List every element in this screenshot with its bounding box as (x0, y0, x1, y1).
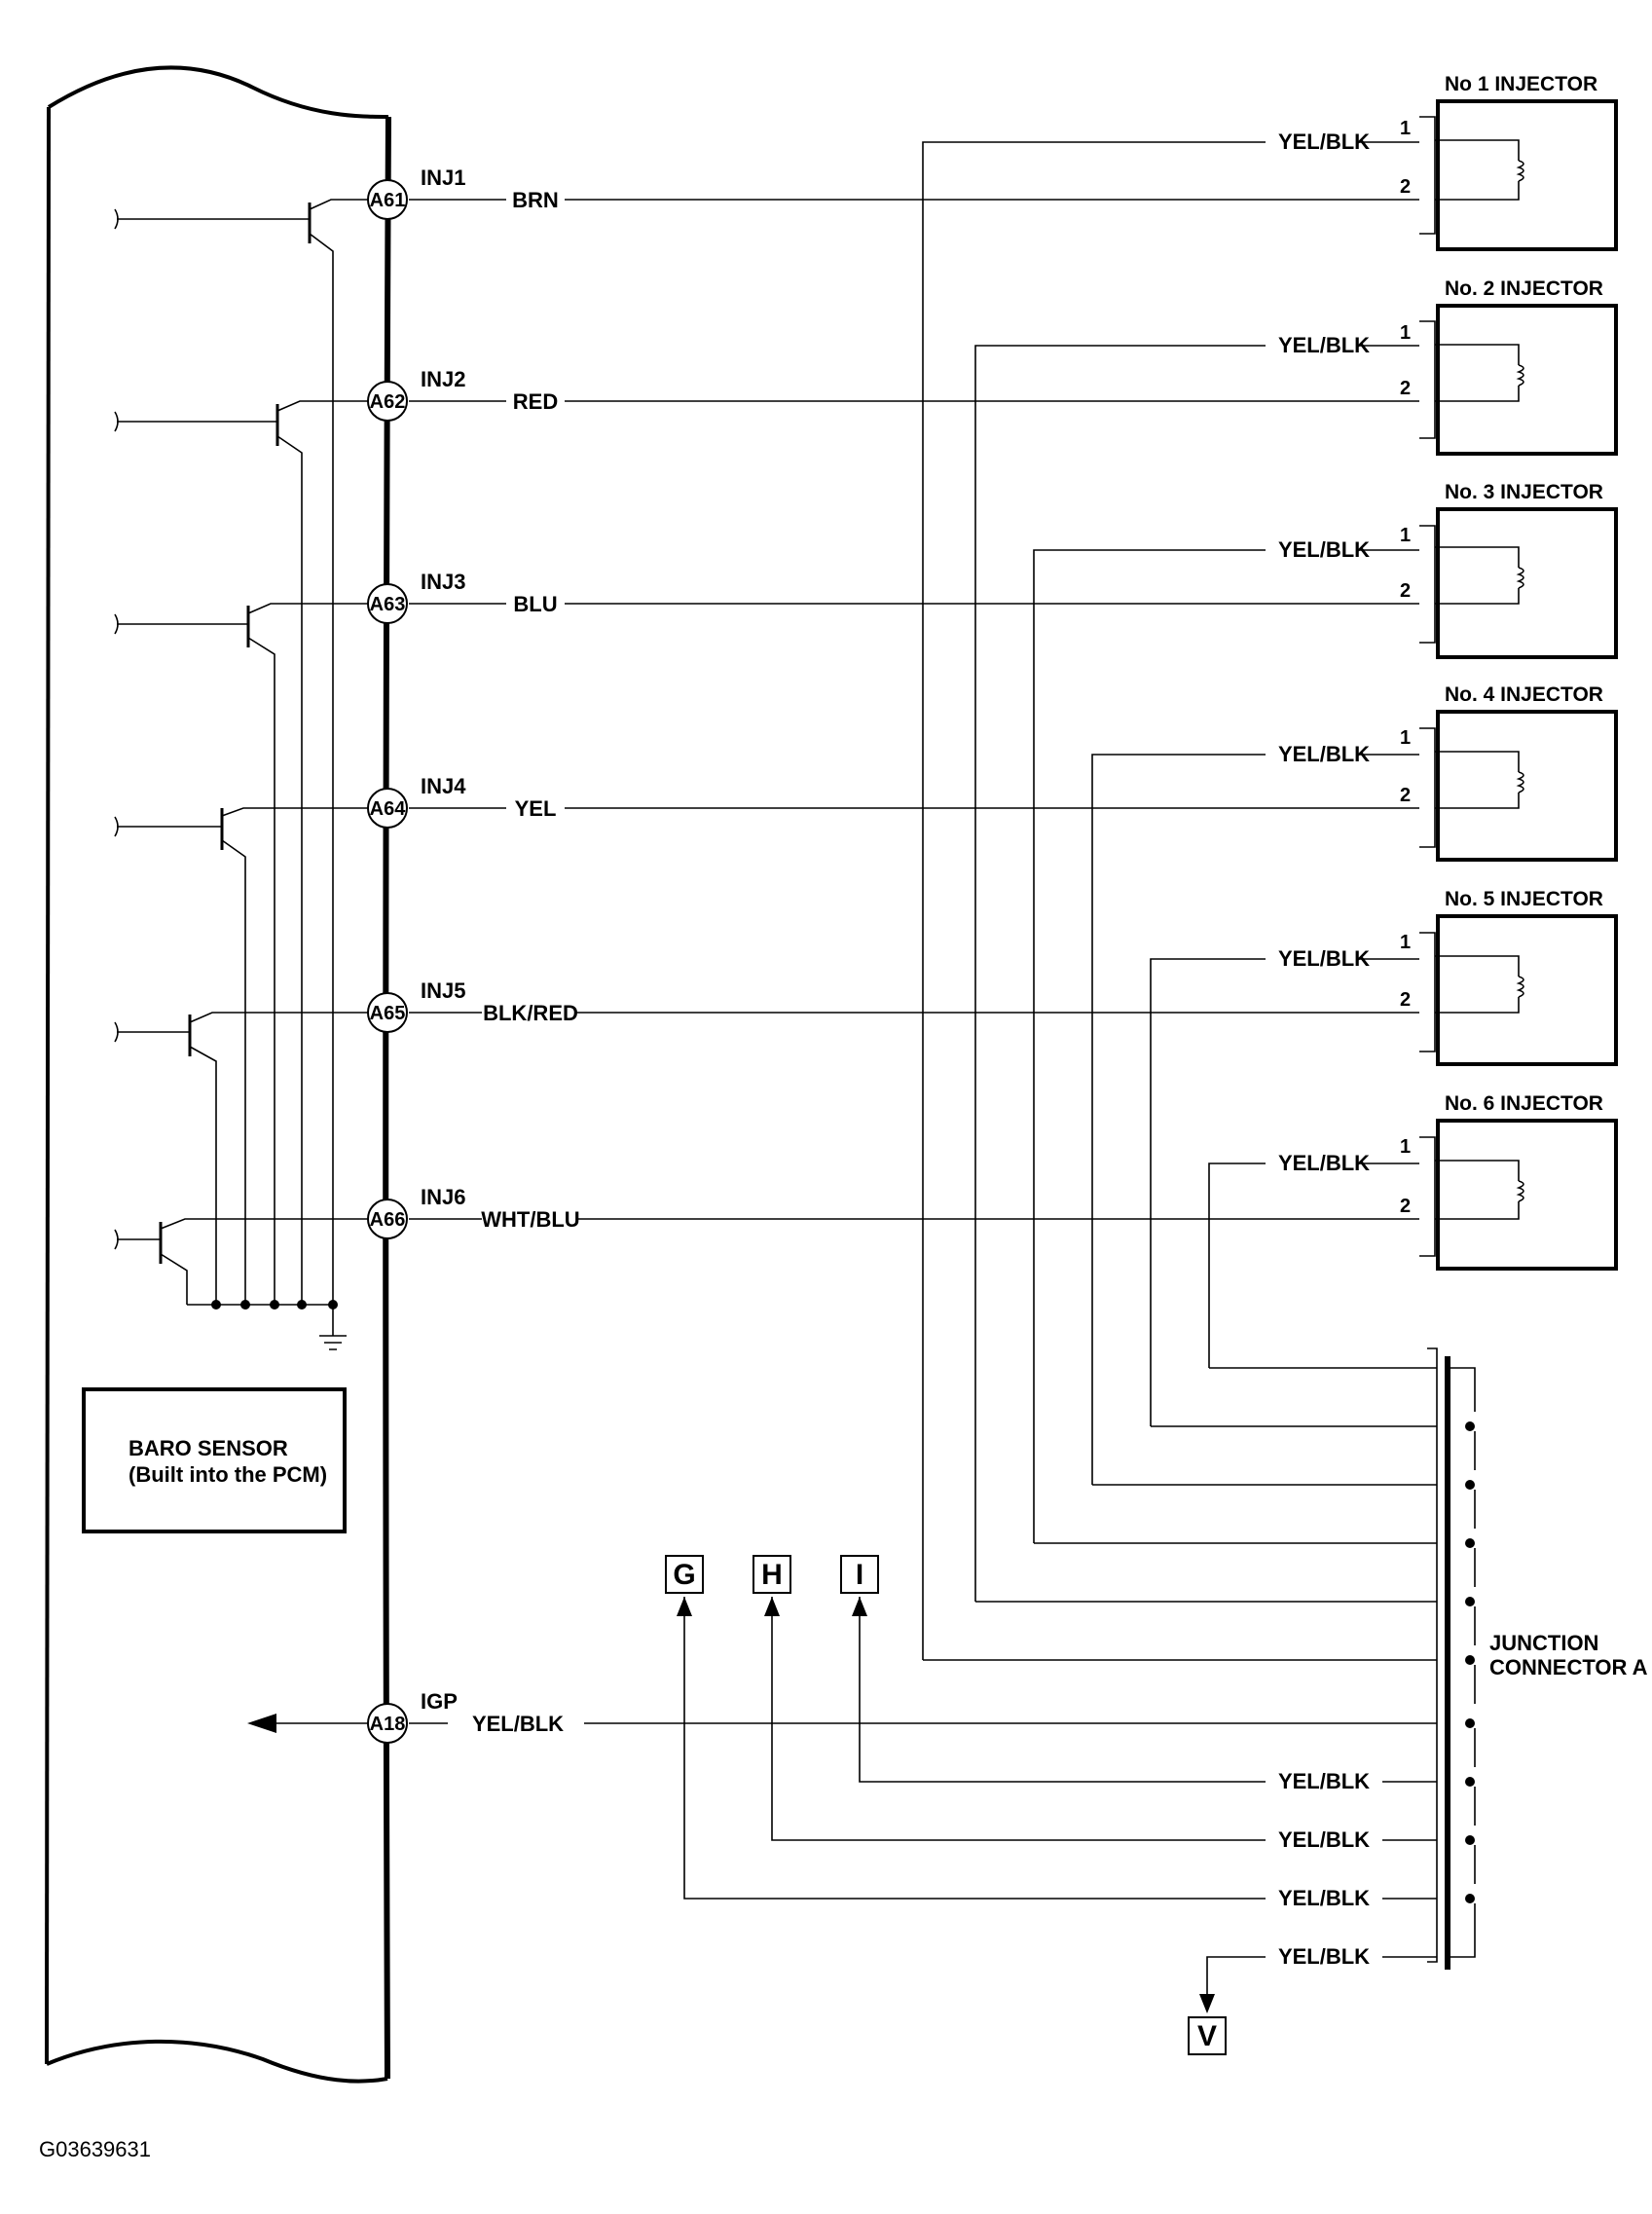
injector-1-title: No 1 INJECTOR (1445, 73, 1597, 95)
output-h-wire: YEL/BLK (1278, 1827, 1370, 1852)
output-box-h: H (761, 1559, 783, 1591)
svg-text:A66: A66 (370, 1209, 406, 1231)
terminal-a64: A64 INJ4 YEL (367, 774, 557, 829)
signal-inj3: INJ3 (421, 570, 465, 594)
injector-1: No 1 INJECTOR 1 2 (1400, 73, 1618, 251)
injector-signal-wires (409, 199, 1419, 1220)
terminal-a63: A63 INJ3 BLU (367, 570, 558, 624)
figure-id: G03639631 (39, 2137, 151, 2161)
injector-4-pin2: 2 (1400, 785, 1411, 806)
output-g-wire: YEL/BLK (1278, 1886, 1370, 1910)
svg-text:A61: A61 (370, 190, 406, 211)
igp-arrow-icon (247, 1714, 276, 1733)
driver-input-ticks (114, 208, 119, 1250)
ground-junction-dots (211, 1300, 338, 1310)
terminal-a66: A66 INJ6 WHT/BLU (367, 1185, 580, 1239)
pcm-terminals: A61 INJ1 BRN A62 INJ2 RED A63 INJ3 BLU A… (367, 166, 580, 1239)
baro-sensor-sublabel: (Built into the PCM) (128, 1462, 327, 1487)
injector-6-title: No. 6 INJECTOR (1445, 1092, 1603, 1115)
junction-label-line1: JUNCTION (1489, 1631, 1598, 1655)
terminal-a61: A61 INJ1 BRN (367, 166, 559, 220)
output-v-wire: YEL/BLK (1278, 1944, 1370, 1969)
supply-label-2: YEL/BLK (1278, 333, 1370, 357)
svg-text:A65: A65 (370, 1003, 406, 1024)
injector-5-pin1: 1 (1400, 932, 1411, 953)
terminal-a62: A62 INJ2 RED (367, 367, 558, 422)
output-box-g: G (673, 1559, 695, 1591)
supply-label-4: YEL/BLK (1278, 742, 1370, 766)
injector-6-pin2: 2 (1400, 1196, 1411, 1217)
injector-4-pin1: 1 (1400, 727, 1411, 749)
signal-inj5: INJ5 (421, 978, 465, 1003)
injector-5-title: No. 5 INJECTOR (1445, 888, 1603, 910)
supply-wire-labels: YEL/BLK YEL/BLK YEL/BLK YEL/BLK YEL/BLK … (1278, 129, 1370, 1175)
signal-inj1: INJ1 (421, 166, 465, 190)
injector-2-pin2: 2 (1400, 378, 1411, 399)
svg-text:A62: A62 (370, 391, 406, 413)
injector-5-pin2: 2 (1400, 989, 1411, 1011)
driver-transistors (117, 199, 387, 1350)
wire-color-yel: YEL (515, 796, 557, 821)
injector-2: No. 2 INJECTOR 1 2 (1400, 277, 1618, 456)
injector-6-pin1: 1 (1400, 1136, 1411, 1158)
pcm-outline-bottom (46, 2039, 388, 2084)
injector-3: No. 3 INJECTOR 1 2 (1400, 481, 1618, 659)
injector-3-title: No. 3 INJECTOR (1445, 481, 1603, 503)
h-arrow-icon (764, 1597, 780, 1616)
injector-5: No. 5 INJECTOR 1 2 (1400, 888, 1618, 1066)
signal-inj6: INJ6 (421, 1185, 465, 1209)
injectors: No 1 INJECTOR 1 2 No. 2 INJECTOR 1 2 No.… (1400, 73, 1618, 1271)
terminal-a18: A18 (370, 1714, 406, 1735)
injector-3-pin1: 1 (1400, 525, 1411, 546)
injector-4-title: No. 4 INJECTOR (1445, 683, 1603, 706)
injector-4: No. 4 INJECTOR 1 2 (1400, 683, 1618, 862)
signal-igp: IGP (421, 1689, 458, 1714)
injector-6: No. 6 INJECTOR 1 2 (1400, 1092, 1618, 1271)
supply-label-1: YEL/BLK (1278, 129, 1370, 154)
junction-connector-a: JUNCTION CONNECTOR A (1427, 1347, 1648, 1970)
baro-sensor-label: BARO SENSOR (128, 1436, 288, 1460)
output-i-wire: YEL/BLK (1278, 1769, 1370, 1793)
wire-color-blk-red: BLK/RED (483, 1001, 578, 1025)
igp-circuit: A18 IGP YEL/BLK (247, 1689, 1437, 1744)
pcm-outline-top (47, 65, 389, 119)
baro-sensor-box (82, 1387, 347, 1533)
injector-1-pin1: 1 (1400, 118, 1411, 139)
output-box-v: V (1197, 2020, 1217, 2052)
svg-text:A64: A64 (370, 798, 407, 820)
supply-label-6: YEL/BLK (1278, 1151, 1370, 1175)
output-box-i: I (856, 1559, 863, 1591)
svg-text:A63: A63 (370, 594, 406, 615)
terminal-a65: A65 INJ5 BLK/RED (367, 978, 578, 1033)
v-arrow-icon (1199, 1994, 1215, 2013)
injector-2-pin1: 1 (1400, 322, 1411, 344)
supply-label-5: YEL/BLK (1278, 946, 1370, 971)
junction-label-line2: CONNECTOR A (1489, 1655, 1648, 1679)
signal-inj4: INJ4 (421, 774, 466, 798)
supply-label-3: YEL/BLK (1278, 537, 1370, 562)
injector-3-pin2: 2 (1400, 580, 1411, 602)
outputs: G YEL/BLK H YEL/BLK I YEL/BLK V YEL/BLK (665, 1555, 1437, 2055)
i-arrow-icon (852, 1597, 867, 1616)
injector-1-pin2: 2 (1400, 176, 1411, 198)
supply-wires (922, 141, 1437, 1661)
signal-inj2: INJ2 (421, 367, 465, 391)
injector-2-title: No. 2 INJECTOR (1445, 277, 1603, 300)
wire-color-wht-blu: WHT/BLU (481, 1207, 579, 1232)
g-arrow-icon (677, 1597, 692, 1616)
wire-color-red: RED (513, 389, 558, 414)
igp-wire-color: YEL/BLK (472, 1712, 564, 1736)
wire-color-brn: BRN (512, 188, 559, 212)
pcm-outline-left (44, 106, 51, 2065)
wire-color-blu: BLU (513, 592, 557, 616)
